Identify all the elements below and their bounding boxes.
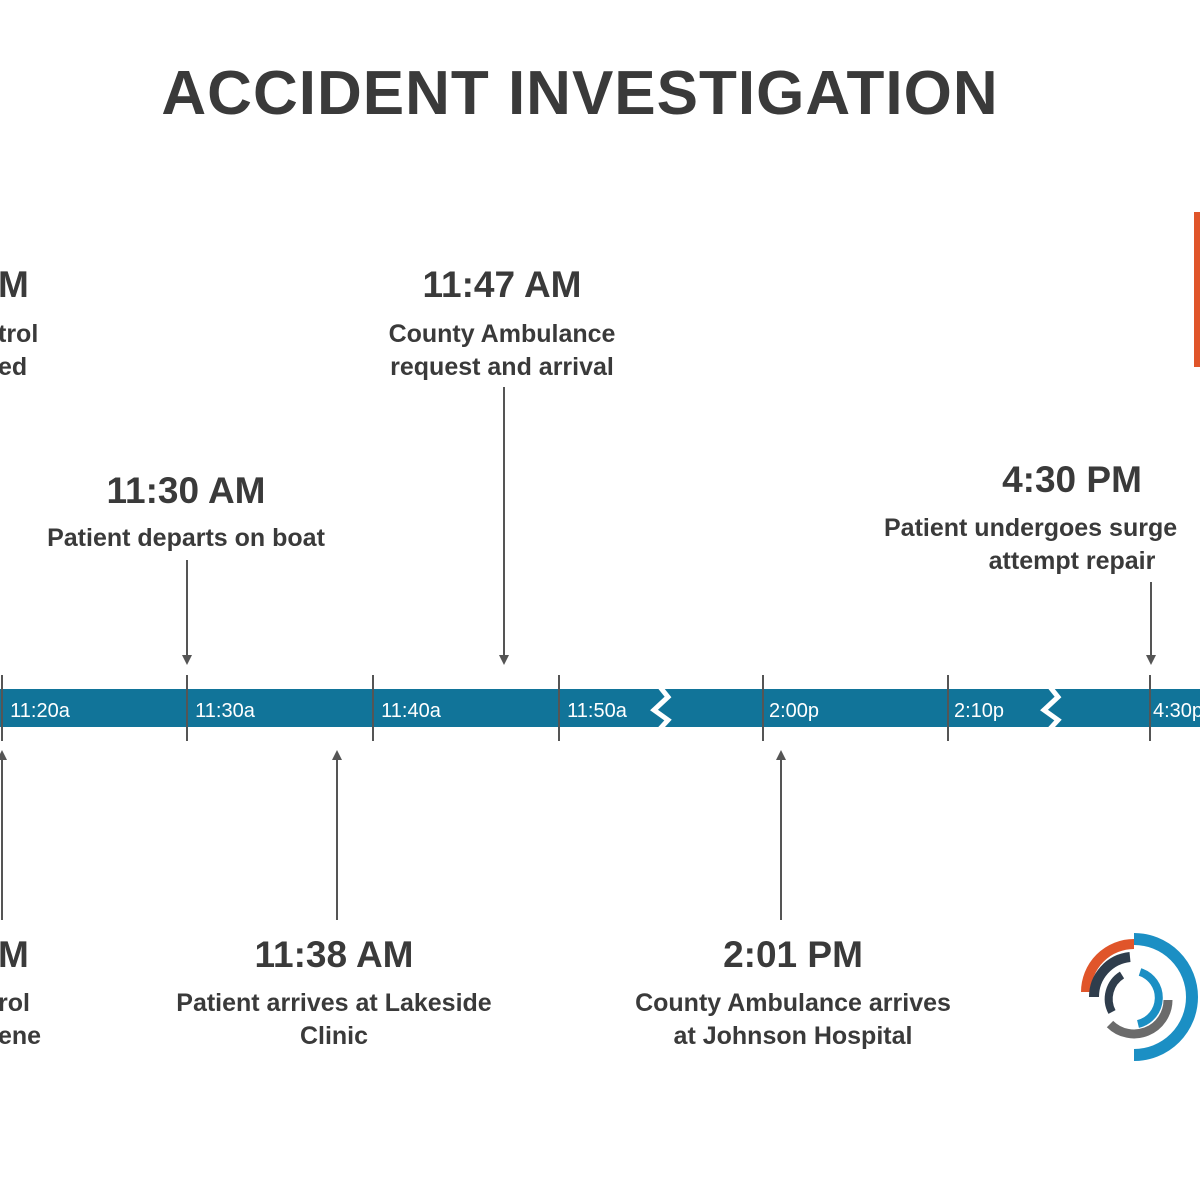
event-description-line: Patient departs on boat [47,524,325,552]
event-description-line: ed [0,353,27,381]
event-time: 11:47 AM [422,264,581,305]
event-4-30pm: 4:30 PM Patient undergoes surge attempt … [884,459,1177,575]
axis-ticks [1,675,1151,741]
event-description-line: County Ambulance [389,320,616,348]
page-title: ACCIDENT INVESTIGATION [161,59,999,128]
event-description-line: ene [0,1022,41,1050]
event-description-line: Patient undergoes surge [884,514,1177,542]
circular-segments-logo-icon [1081,933,1198,1061]
event-time: 11:38 AM [254,934,413,975]
event-time: M [0,264,29,305]
tick-label-11-50a: 11:50a [567,700,628,722]
logo-arc-blue-inner [1136,968,1163,1028]
tick-label-11-40a: 11:40a [381,700,442,722]
logo-arc-gray [1106,999,1173,1039]
event-11-38am: 11:38 AM Patient arrives at Lakeside Cli… [176,934,492,1050]
event-description-line: request and arrival [390,353,614,381]
event-description-line: rol [0,989,30,1017]
logo-arc-dark-outer [1088,952,1131,998]
event-11-47am: 11:47 AM County Ambulance request and ar… [389,264,616,381]
logo-arc-orange [1081,939,1135,993]
event-description-line: trol [0,320,38,348]
axis-break-2 [1040,685,1062,733]
tick-label-2-00p: 2:00p [769,700,819,722]
tick-label-4-30p: 4:30p [1153,700,1200,722]
tick-label-11-30a: 11:30a [195,700,256,722]
tick-label-2-10p: 2:10p [954,700,1004,722]
event-11-30am: 11:30 AM Patient departs on boat [47,470,325,552]
logo-arc-blue [1133,933,1198,1061]
timeline-bar [0,689,1200,727]
event-time: 11:30 AM [106,470,265,511]
event-arrows [0,387,1156,920]
event-description-line: Clinic [300,1022,368,1050]
axis-break-1 [650,685,672,733]
event-time: M [0,934,29,975]
event-2-01pm: 2:01 PM County Ambulance arrives at John… [635,934,951,1050]
event-top-left: M trol ed [0,264,38,381]
event-description-line: County Ambulance arrives [635,989,951,1017]
event-description-line: at Johnson Hospital [674,1022,913,1050]
logo-arc-dark-inner [1104,971,1125,1014]
event-description-line: Patient arrives at Lakeside [176,989,492,1017]
orange-accent-block [1194,212,1200,367]
event-bottom-left: M rol ene [0,934,41,1050]
event-time: 4:30 PM [1002,459,1142,500]
event-time: 2:01 PM [723,934,863,975]
tick-label-11-20a: 11:20a [10,700,71,722]
event-description-line: attempt repair [989,547,1156,575]
